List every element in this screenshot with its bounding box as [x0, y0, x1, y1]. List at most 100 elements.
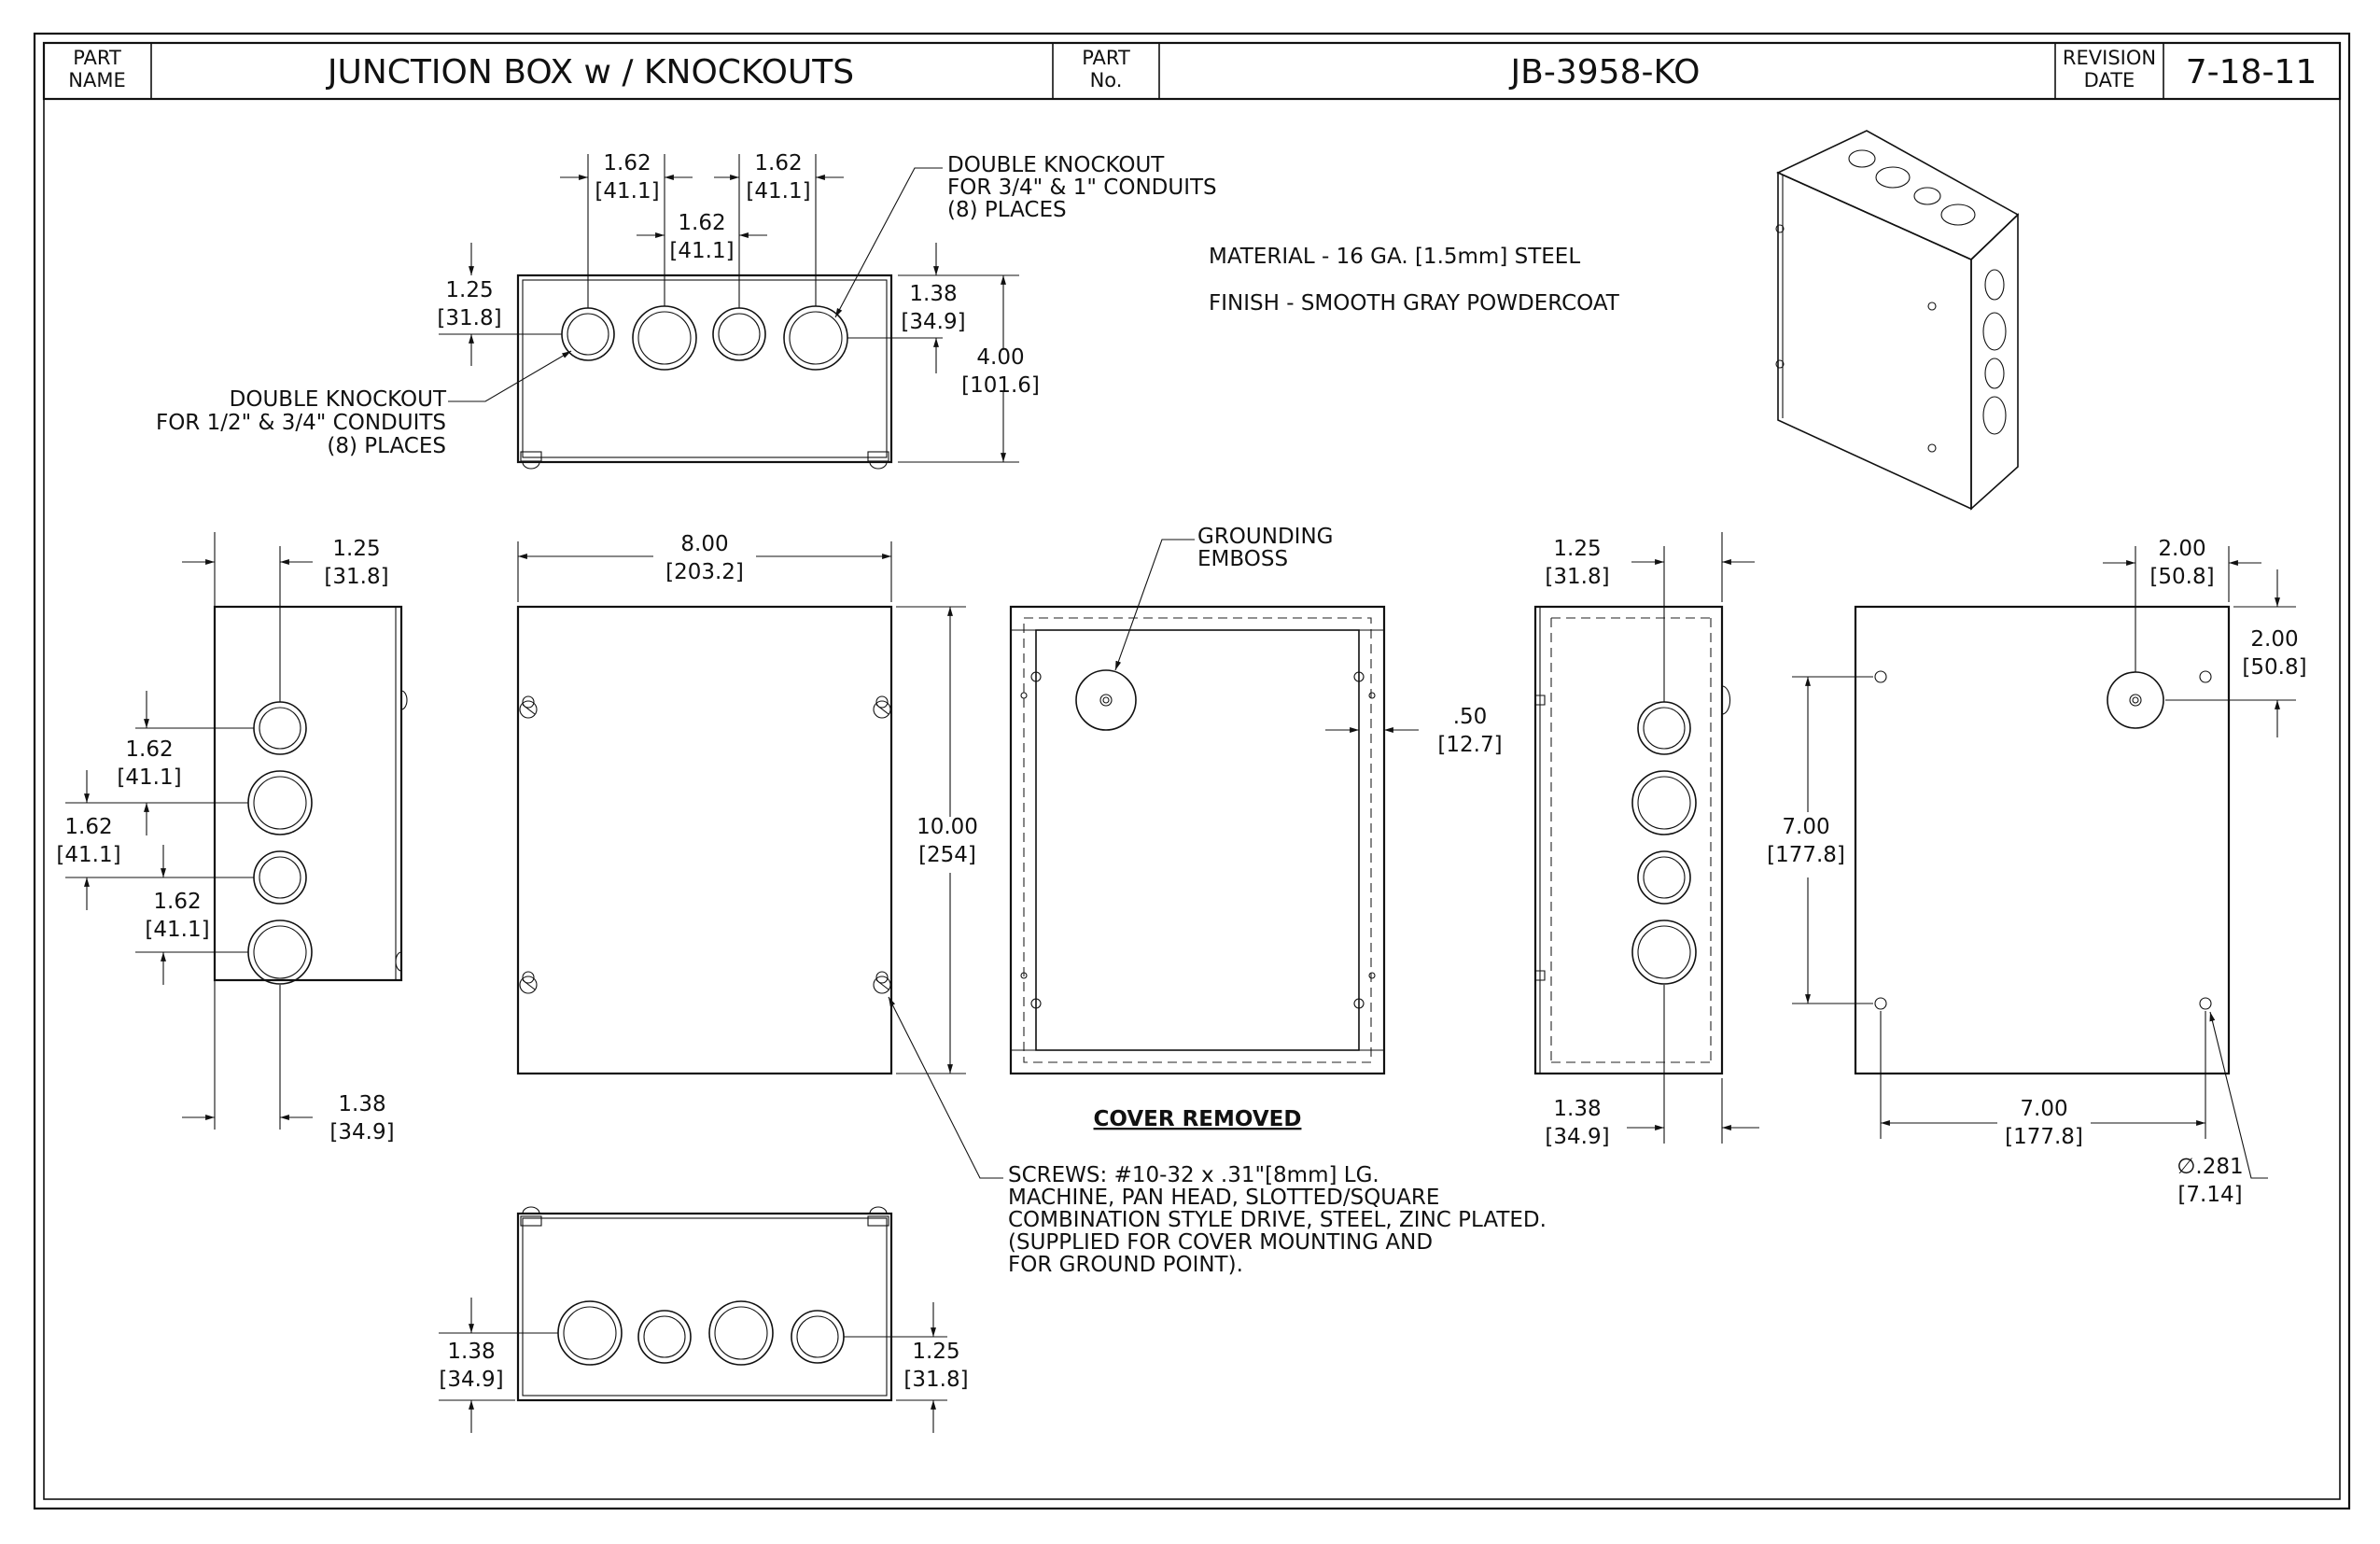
- left-side-dimensions: 1.25 [31.8] 1.62 [41.1] 1.62 [41.1] 1.62…: [56, 532, 395, 1144]
- finish-note: FINISH - SMOOTH GRAY POWDERCOAT: [1209, 291, 1620, 316]
- knockout-top-2: [632, 305, 697, 371]
- knockout-left-2: [247, 770, 313, 835]
- bottom-view: [516, 1206, 893, 1402]
- cover-removed-view: [1009, 605, 1386, 1075]
- cover-removed-caption: COVER REMOVED: [1094, 1107, 1302, 1131]
- dim-right-125-mm: [31.8]: [1545, 565, 1609, 589]
- screws-note-2: MACHINE, PAN HEAD, SLOTTED/SQUARE: [1008, 1186, 1439, 1210]
- knockout-right-3: [1637, 850, 1691, 905]
- part-name-label-1: PART: [73, 47, 121, 69]
- bottom-view-dimensions: 1.38 [34.9] 1.25 [31.8]: [439, 1298, 969, 1433]
- revision-label-2: DATE: [2084, 69, 2135, 91]
- knockout-left-1: [253, 701, 307, 755]
- knockout-right-1: [1637, 701, 1691, 755]
- dim-right-125: 1.25: [1553, 537, 1601, 561]
- material-note: MATERIAL - 16 GA. [1.5mm] STEEL: [1209, 245, 1580, 269]
- dim-left-125: 1.25: [332, 537, 380, 561]
- dim-back-200a-mm: [50.8]: [2149, 565, 2214, 589]
- knockout-top-3: [712, 307, 766, 361]
- grounding-note-2: EMBOSS: [1197, 547, 1288, 571]
- dim-top-400: 4.00: [976, 345, 1024, 370]
- dim-top-400-mm: [101.6]: [961, 373, 1040, 398]
- revision-date-value: 7-18-11: [2186, 53, 2317, 91]
- dim-left-125-mm: [31.8]: [324, 565, 388, 589]
- screws-note-1: SCREWS: #10-32 x .31"[8mm] LG.: [1008, 1163, 1379, 1187]
- dim-top-162c-mm: [41.1]: [669, 239, 734, 263]
- dim-back-700h-mm: [177.8]: [2005, 1125, 2083, 1149]
- dim-left-162a-mm: [41.1]: [117, 765, 181, 790]
- knockout-large-note-1: DOUBLE KNOCKOUT: [947, 153, 1165, 177]
- dim-front-800-mm: [203.2]: [665, 560, 744, 584]
- dim-top-162b-mm: [41.1]: [746, 179, 810, 204]
- knockout-large-note-3: (8) PLACES: [947, 198, 1067, 222]
- outer-border: [33, 32, 2351, 1510]
- knockout-left-4: [247, 919, 313, 985]
- back-view: [1854, 605, 2231, 1075]
- knockout-bottom-4: [791, 1310, 845, 1364]
- dim-front-1000: 10.00: [917, 815, 978, 839]
- part-name-value: JUNCTION BOX w / KNOCKOUTS: [326, 53, 854, 91]
- dim-top-162a-mm: [41.1]: [595, 179, 659, 204]
- knockout-small-note-2: FOR 1/2" & 3/4" CONDUITS: [156, 411, 446, 435]
- top-view: [516, 274, 893, 470]
- back-view-dimensions: 2.00 [50.8] 2.00 [50.8] 7.00 [177.8] 7.0…: [1767, 537, 2306, 1207]
- dim-top-125: 1.25: [445, 278, 493, 302]
- dim-left-162c: 1.62: [153, 890, 201, 914]
- dim-front-1000-mm: [254]: [918, 843, 976, 867]
- dim-bottom-138-mm: [34.9]: [439, 1368, 503, 1392]
- dim-back-dia: ∅.281: [2177, 1155, 2243, 1179]
- dim-bottom-125: 1.25: [912, 1340, 959, 1364]
- dim-left-162b-mm: [41.1]: [56, 843, 120, 867]
- dim-right-138: 1.38: [1553, 1097, 1601, 1121]
- knockout-top-1: [561, 307, 615, 361]
- knockout-bottom-1: [557, 1300, 623, 1366]
- left-side-view: [213, 605, 408, 985]
- dim-back-700h: 7.00: [2020, 1097, 2067, 1121]
- dim-left-138-mm: [34.9]: [329, 1120, 394, 1144]
- dim-back-200a: 2.00: [2158, 537, 2205, 561]
- part-name-label-2: NAME: [68, 69, 125, 91]
- dim-top-162a: 1.62: [603, 151, 651, 175]
- top-view-dimensions: 1.62 [41.1] 1.62 [41.1] 1.62 [41.1] 1.25…: [156, 151, 1217, 463]
- front-view-dimensions: 8.00 [203.2] 10.00 [254] SCREWS: #10-32 …: [517, 532, 1547, 1277]
- dim-top-162c: 1.62: [678, 211, 725, 235]
- isometric-view: [1775, 130, 2020, 511]
- dim-bottom-125-mm: [31.8]: [903, 1368, 968, 1392]
- dim-top-138: 1.38: [909, 282, 957, 306]
- part-no-value: JB-3958-KO: [1509, 53, 1701, 91]
- knockout-right-2: [1631, 770, 1697, 835]
- grounding-emboss: [1075, 669, 1137, 731]
- dim-front-800: 8.00: [680, 532, 728, 556]
- dim-back-dia-mm: [7.14]: [2177, 1183, 2242, 1207]
- dim-back-700v: 7.00: [1782, 815, 1829, 839]
- dim-left-162c-mm: [41.1]: [145, 918, 209, 942]
- cover-removed-dimensions: GROUNDING EMBOSS .50 [12.7] COVER REMOVE…: [1094, 525, 1503, 1131]
- dim-back-200b-mm: [50.8]: [2242, 655, 2306, 680]
- dim-inner-050-mm: [12.7]: [1437, 733, 1502, 757]
- part-no-label-1: PART: [1082, 47, 1130, 69]
- knockout-bottom-2: [637, 1310, 692, 1364]
- ground-boss: [2107, 671, 2164, 729]
- knockout-top-4: [783, 305, 848, 371]
- screws-note-4: (SUPPLIED FOR COVER MOUNTING AND: [1008, 1230, 1433, 1255]
- dim-back-200b: 2.00: [2250, 627, 2298, 652]
- dim-left-162a: 1.62: [125, 737, 173, 762]
- front-view: [516, 605, 893, 1075]
- dim-back-700v-mm: [177.8]: [1767, 843, 1845, 867]
- right-side-view: [1533, 605, 1731, 1075]
- knockout-large-note-2: FOR 3/4" & 1" CONDUITS: [947, 175, 1217, 200]
- dim-left-138: 1.38: [338, 1092, 385, 1116]
- dim-left-162b: 1.62: [64, 815, 112, 839]
- knockout-small-note-1: DOUBLE KNOCKOUT: [230, 387, 447, 412]
- knockout-bottom-3: [708, 1300, 774, 1366]
- inner-border: [43, 42, 2341, 1500]
- knockout-right-4: [1631, 919, 1697, 985]
- dim-bottom-138: 1.38: [447, 1340, 495, 1364]
- knockout-left-3: [253, 850, 307, 905]
- right-side-dimensions: 1.25 [31.8] 1.38 [34.9]: [1545, 532, 1759, 1149]
- grounding-note-1: GROUNDING: [1197, 525, 1333, 549]
- dim-top-125-mm: [31.8]: [437, 306, 501, 330]
- screws-note-3: COMBINATION STYLE DRIVE, STEEL, ZINC PLA…: [1008, 1208, 1547, 1232]
